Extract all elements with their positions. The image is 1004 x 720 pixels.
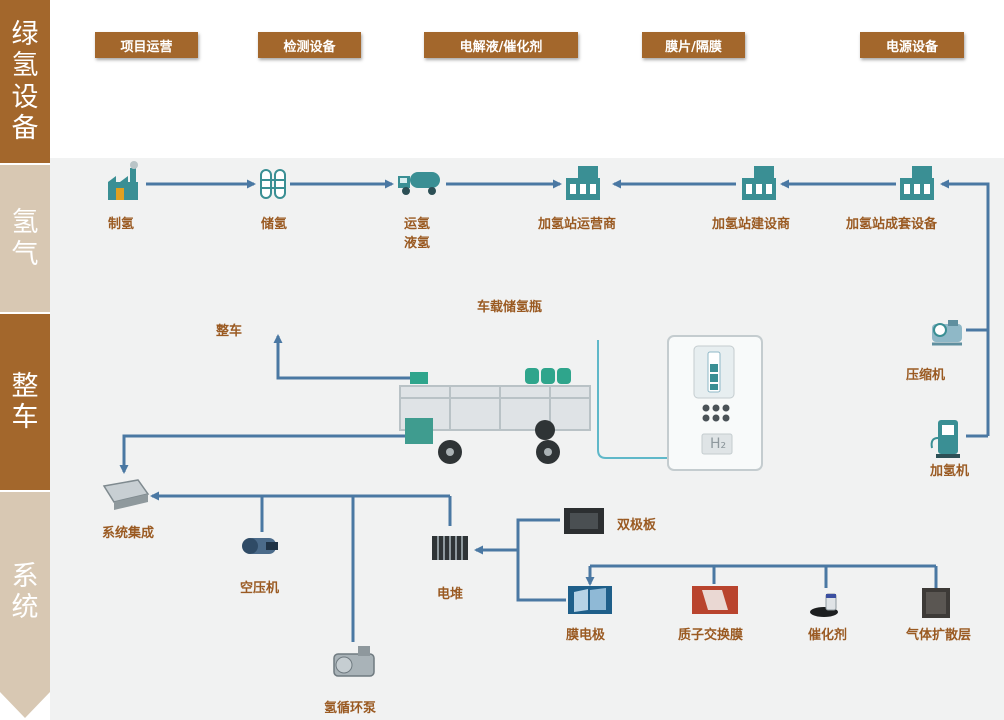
category-char: 氢 [11,207,39,239]
label-pem: 质子交换膜 [678,628,744,643]
tanker-truck-icon [398,172,440,195]
category-green-hydrogen-equipment: 绿 氢 设 备 [0,0,50,163]
label-stack: 电堆 [437,587,464,602]
flow-vehicle-to-integration [119,434,415,474]
label-station-builder: 加氢站建设商 [712,217,791,232]
label-storage: 储氢 [261,217,288,232]
pem-icon [692,586,738,614]
air-compressor-icon [242,538,278,554]
category-vehicle: 整 车 [0,314,50,490]
label-production: 制氢 [108,217,135,232]
sidebar-arrow-tip [0,692,50,718]
flow-to-vehicle [273,334,415,380]
label-hydrogen-pump: 氢循环泵 [324,701,377,716]
category-char: 整 [11,370,39,402]
label-transport: 运氢 [404,217,431,232]
category-char: 备 [11,112,39,144]
vehicle-chassis-icon [399,385,591,464]
onboard-tank-icon [525,368,571,384]
onboard-controller-icon [410,372,428,384]
electrolyte-catalyst-button[interactable]: 电解液/催化剂 [424,32,578,58]
label-bipolar-plate: 双极板 [617,518,657,533]
label-station-operator: 加氢站运营商 [538,217,617,232]
compressor-icon [932,320,962,346]
testing-equipment-button[interactable]: 检测设备 [258,32,361,58]
label-liquid: 液氢 [404,236,431,251]
label-dispenser: 加氢机 [930,464,970,479]
category-char: 氢 [11,50,39,82]
bipolar-plate-icon [564,508,604,534]
label-compressor: 压缩机 [906,368,946,383]
integration-module-icon [102,479,150,510]
power-equipment-button[interactable]: 电源设备 [860,32,964,58]
station-builder-icon [742,166,776,200]
label-onboard-tank: 车载储氢瓶 [477,300,543,315]
factory-icon [108,161,138,200]
category-char: 车 [11,402,39,433]
category-char: 绿 [11,19,39,51]
category-system: 系 统 [0,492,50,692]
label-mea: 膜电极 [566,628,606,643]
label-air-compressor: 空压机 [240,581,280,596]
gdl-icon [922,588,950,618]
charging-cable [597,340,685,459]
category-char: 设 [11,81,39,113]
dispenser-icon [930,420,960,458]
category-hydrogen: 氢 气 [0,165,50,312]
mea-icon [568,586,612,614]
category-char: 系 [11,560,39,592]
label-complete-vehicle: 整车 [216,324,243,339]
label-gdl: 气体扩散层 [906,628,972,643]
label-station-equipment: 加氢站成套设备 [846,217,938,232]
membrane-separator-button[interactable]: 膜片/隔膜 [642,32,745,58]
project-ops-button[interactable]: 项目运营 [95,32,198,58]
station-operator-icon [566,166,600,200]
charging-station-icon [667,335,763,471]
category-char: 气 [11,238,39,270]
flow-bipolar-to-stack [474,518,560,555]
flow-mea-to-stack [516,550,566,602]
label-catalyst: 催化剂 [808,628,848,643]
diagram-panel [50,158,1004,720]
hydrogen-pump-icon [333,646,375,677]
catalyst-icon [810,593,838,617]
dispenser-screen-text: H₂ [710,436,727,452]
category-char: 统 [11,592,39,623]
flow-equipment-chain-right [940,179,990,436]
storage-tanks-icon [260,169,286,199]
station-equipment-icon [900,166,934,200]
category-sidebar: 绿 氢 设 备 氢 气 整 车 系 统 [0,0,50,720]
label-integration: 系统集成 [102,526,155,541]
fuel-cell-stack-icon [432,536,468,560]
